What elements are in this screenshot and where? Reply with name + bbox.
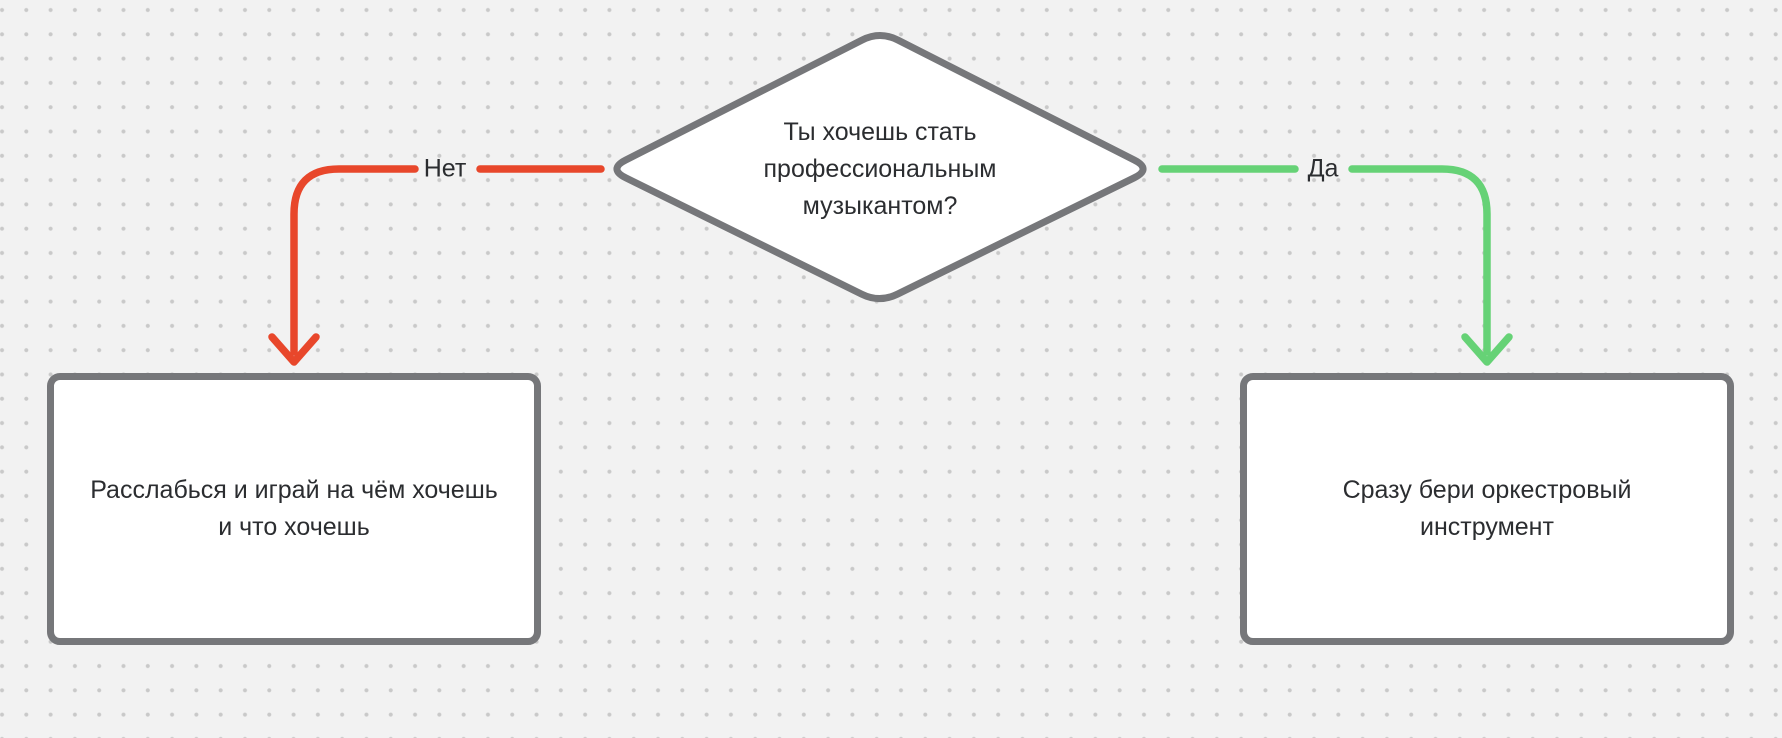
edge-yes-label[interactable]: Да [1307, 154, 1339, 183]
decision-node-label: Ты хочешь стать профессиональным музыкан… [763, 117, 997, 220]
edge-yes-segment-end[interactable] [1348, 165, 1491, 356]
edge-yes[interactable] [1158, 165, 1513, 366]
outcome-yes-node[interactable]: Сразу бери оркестровый инструмент [1240, 373, 1734, 645]
outcome-no-label: Расслабься и играй на чём хочешь и что х… [90, 476, 498, 541]
decision-node-shape[interactable] [613, 32, 1147, 303]
edge-no[interactable] [268, 165, 605, 366]
outcome-yes-label: Сразу бери оркестровый инструмент [1342, 476, 1632, 541]
edge-yes-arrowhead [1461, 333, 1513, 366]
edge-no-segment-end[interactable] [290, 165, 419, 356]
outcome-no-node[interactable]: Расслабься и играй на чём хочешь и что х… [47, 373, 541, 645]
edge-no-label[interactable]: Нет [423, 154, 467, 183]
edge-no-arrowhead [268, 333, 320, 366]
decision-node-text: Ты хочешь стать профессиональным музыкан… [750, 101, 1010, 237]
